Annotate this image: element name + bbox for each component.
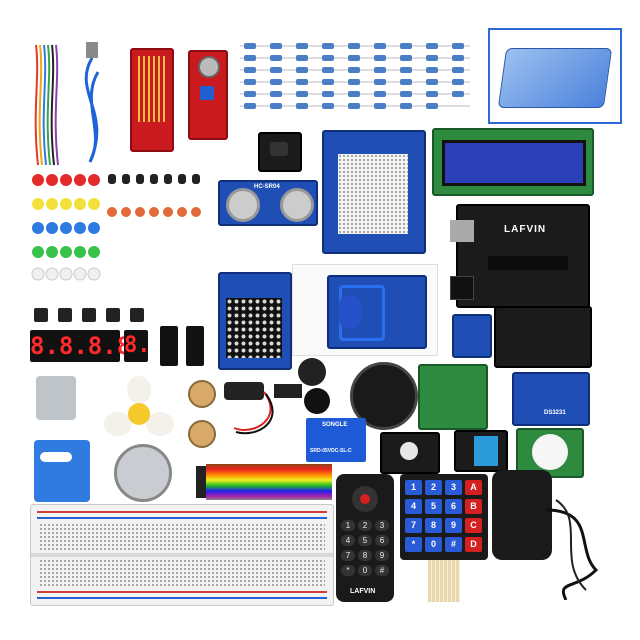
remote-key[interactable]: 5 [358, 535, 372, 546]
led-assortment [30, 172, 102, 282]
keypad-key[interactable]: 6 [445, 499, 462, 514]
potentiometer-2 [188, 420, 216, 448]
resistor-strips [240, 40, 470, 110]
buzzer [298, 358, 326, 386]
leds-icon [31, 174, 101, 281]
four-digit-seven-segment: 8.8.8.8. [30, 330, 146, 362]
battery-clip-icon [224, 382, 302, 435]
remote-key[interactable]: 3 [375, 520, 389, 531]
breadboard-power-module [494, 306, 592, 368]
usb-cable [76, 42, 110, 167]
keypad-key[interactable]: * [405, 537, 422, 552]
keypad-key[interactable]: 1 [405, 480, 422, 495]
ir-receiver-module [258, 132, 302, 172]
keypad-ribbon [428, 560, 460, 602]
led-dot-matrix-module [218, 272, 292, 370]
remote-key[interactable]: 9 [375, 550, 389, 561]
keypad-key[interactable]: D [465, 537, 482, 552]
remote-dpad [352, 486, 378, 512]
relay-brand: SONGLE [322, 422, 348, 428]
keypad-key[interactable]: 7 [405, 518, 422, 533]
rtc-module: DS3231 [512, 372, 590, 426]
power-adapter [492, 470, 552, 560]
remote-key[interactable]: 0 [358, 565, 372, 576]
resistors-icon [240, 43, 470, 109]
potentiometer-1 [188, 380, 216, 408]
rfid-tag [339, 295, 361, 329]
stepper-driver-board [418, 364, 488, 430]
keypad-key[interactable]: 4 [405, 499, 422, 514]
ultrasonic-label: HC-SR04 [254, 184, 280, 190]
tactile-button-module [380, 432, 440, 474]
rfid-module-frame [292, 264, 438, 356]
jumper-wires-icon [34, 44, 59, 166]
remote-brand: LAFVIN [350, 588, 376, 595]
lcd-1602-module [432, 128, 594, 196]
servo-motor [34, 440, 90, 502]
remote-key[interactable]: 8 [358, 550, 372, 561]
relay-label: SRD-05VDC-SL-C [310, 448, 352, 454]
remote-key[interactable]: 4 [341, 535, 355, 546]
keypad-key[interactable]: # [445, 537, 462, 552]
usb-cable-icon [84, 42, 100, 163]
sound-sensor-module [188, 50, 228, 140]
arduino-uno-board: LAFVIN [450, 204, 590, 308]
keypad-key[interactable]: 5 [425, 499, 442, 514]
keypad-key[interactable]: 2 [425, 480, 442, 495]
push-buttons [32, 304, 152, 326]
remote-key[interactable]: # [375, 565, 389, 576]
ultrasonic-sensor-module: HC-SR04 [218, 180, 318, 226]
keypad-key[interactable]: B [465, 499, 482, 514]
breadboard [30, 504, 334, 606]
fan-blade-icon [104, 376, 174, 436]
dht11-sensor-module [454, 430, 508, 472]
prototype-shield [322, 130, 426, 254]
stepper-motor [114, 444, 172, 502]
buzzer-passive [304, 388, 330, 414]
adapter-cable-icon [545, 499, 599, 601]
keypad-key[interactable]: 0 [425, 537, 442, 552]
keypad-key[interactable]: A [465, 480, 482, 495]
relay-module: SONGLE SRD-05VDC-SL-C [306, 418, 366, 462]
jumper-wires-bundle [30, 40, 62, 170]
rtc-label: DS3231 [544, 410, 566, 416]
remote-key[interactable]: 1 [341, 520, 355, 531]
remote-key[interactable]: 7 [341, 550, 355, 561]
remote-key[interactable]: * [341, 565, 355, 576]
dc-motor [36, 376, 76, 420]
remote-key[interactable]: 6 [375, 535, 389, 546]
keypad-key[interactable]: 9 [445, 518, 462, 533]
keypad-key[interactable]: 8 [425, 518, 442, 533]
accelerometer-module [452, 314, 492, 358]
storage-box-inset [488, 28, 622, 124]
uno-brand-label: LAFVIN [504, 224, 547, 235]
transistors-icon [107, 174, 201, 217]
water-level-sensor [130, 48, 174, 152]
fan-blade [104, 376, 174, 446]
push-buttons-icon [34, 308, 144, 322]
ic-chips [160, 326, 210, 366]
keypad-key[interactable]: 3 [445, 480, 462, 495]
ribbon-cable-icon [196, 464, 332, 500]
single-digit-seven-segment: 8. [124, 330, 151, 362]
ribbon-jumper-cable [196, 462, 332, 502]
remote-key[interactable]: 2 [358, 520, 372, 531]
transistors-capacitors [104, 172, 212, 232]
keypad-key[interactable]: C [465, 518, 482, 533]
power-adapter-cable [536, 480, 606, 601]
battery-clip-9v [224, 378, 304, 438]
